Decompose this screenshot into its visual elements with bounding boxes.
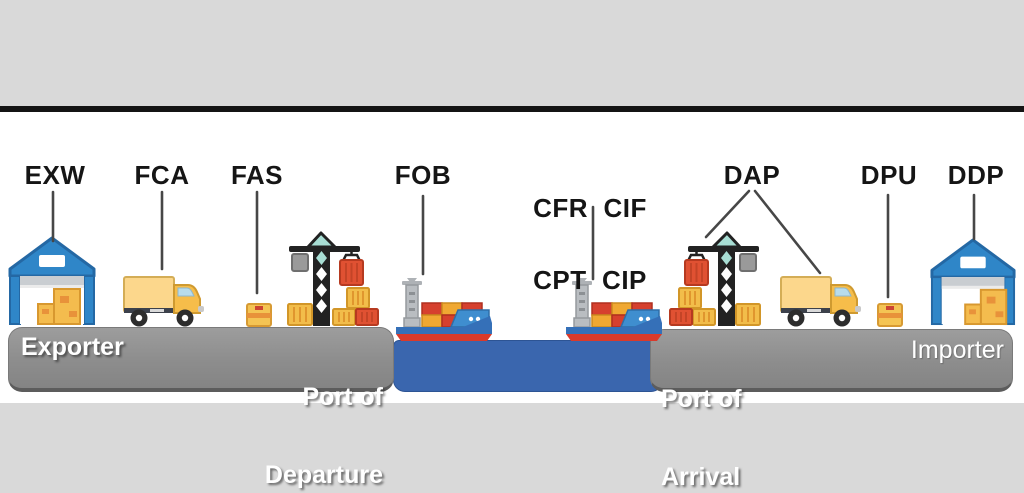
truck-icon [123, 276, 204, 327]
hanging-container [684, 259, 709, 286]
term-label-cfr-cif: CFR CIF [533, 193, 647, 223]
ship-mast [572, 278, 592, 328]
container-ship-icon [396, 278, 492, 341]
warehouse-wall-right [83, 275, 95, 325]
truck-wheel-hub [135, 314, 143, 322]
warehouse-wall-left [930, 276, 943, 326]
term-label-cpt-cip: CPT CIP [533, 265, 647, 295]
truck-cargo-box [780, 276, 832, 313]
crane-tower-hole [721, 299, 732, 313]
port-of-departure-line2: Departure [264, 461, 383, 489]
term-label-sea-group: CFR CIF CPT CIP [533, 148, 647, 340]
importer-label: Importer [910, 336, 1004, 364]
ship-porthole [645, 316, 651, 322]
container-stack [287, 287, 379, 326]
truck-window [834, 287, 852, 297]
truck-plate [150, 309, 164, 312]
warehouse-icon [930, 238, 1016, 326]
exporter-platform: Exporter Port of Departure [8, 327, 394, 488]
ship-hull [396, 316, 492, 334]
leader-line-dap-right [753, 189, 822, 275]
truck-bumper [198, 306, 204, 312]
warehouse-wall-left [9, 275, 21, 325]
truck-icon [780, 276, 861, 327]
truck-window [177, 287, 195, 297]
crane-spreader [686, 253, 707, 262]
term-label-fca: FCA [134, 160, 190, 190]
crane-apex [711, 231, 742, 249]
term-label-exw: EXW [24, 160, 86, 190]
truck-wheel-hub [792, 314, 800, 322]
ship-porthole [638, 316, 644, 322]
cargo-boxes [964, 288, 1008, 326]
term-label-dap: DAP [723, 160, 781, 190]
bottom-grey-band [0, 403, 1024, 493]
exporter-label: Exporter [21, 333, 124, 361]
term-label-fas: FAS [230, 160, 284, 190]
crane-tower-hole [721, 267, 732, 281]
cargo-boxes [37, 288, 81, 325]
ship-hull-stripe [396, 334, 492, 341]
port-of-departure-line1: Port of [302, 383, 383, 411]
ship-porthole [468, 316, 474, 322]
truck-cargo-box [123, 276, 175, 313]
crane-tower-hole [721, 283, 732, 297]
crane-counterweight [291, 253, 309, 272]
port-of-arrival-line1: Port of [661, 385, 742, 413]
container-stack [669, 287, 761, 326]
warehouse-vent [960, 256, 986, 269]
importer-platform: Port of Arrival Importer [650, 329, 1013, 490]
crane-tower-hole [316, 251, 327, 265]
warehouse-shutter [20, 276, 84, 285]
crane-tower-hole [316, 299, 327, 313]
crane-tower-hole [316, 267, 327, 281]
hanging-container [339, 259, 364, 286]
term-label-fob: FOB [394, 160, 452, 190]
truck-wheel-hub [838, 314, 846, 322]
crane-tower-hole [721, 251, 732, 265]
truck-plate [807, 309, 821, 312]
top-grey-band [0, 0, 1024, 106]
truck-bumper [855, 306, 861, 312]
warehouse-shutter-edge [941, 285, 1005, 289]
port-of-arrival-label: Port of Arrival [661, 334, 742, 493]
ship-hull [566, 316, 662, 334]
harbor-crane-icon [669, 231, 761, 326]
truck-wheel-hub [181, 314, 189, 322]
crane-tower-hole [316, 283, 327, 297]
sea-band [393, 340, 663, 392]
term-label-dpu: DPU [860, 160, 918, 190]
crane-spreader [341, 253, 362, 262]
warehouse-vent [39, 255, 65, 267]
ship-porthole [475, 316, 481, 322]
port-of-departure-label: Port of Departure [265, 332, 383, 493]
container-ship-icon [566, 278, 662, 341]
ship-mast [402, 278, 422, 328]
port-of-arrival-line2: Arrival [661, 463, 741, 491]
term-label-ddp: DDP [947, 160, 1005, 190]
crane-counterweight [739, 253, 757, 272]
warehouse-shutter [941, 277, 1005, 286]
shipping-box-icon [246, 303, 272, 327]
warehouse-shutter-edge [20, 285, 84, 288]
warehouse-icon [8, 236, 96, 325]
shipping-box-icon [877, 303, 903, 327]
horizontal-divider [0, 106, 1024, 112]
harbor-crane-icon [287, 231, 379, 326]
ship-hull-stripe [566, 334, 662, 341]
crane-apex [306, 231, 337, 249]
